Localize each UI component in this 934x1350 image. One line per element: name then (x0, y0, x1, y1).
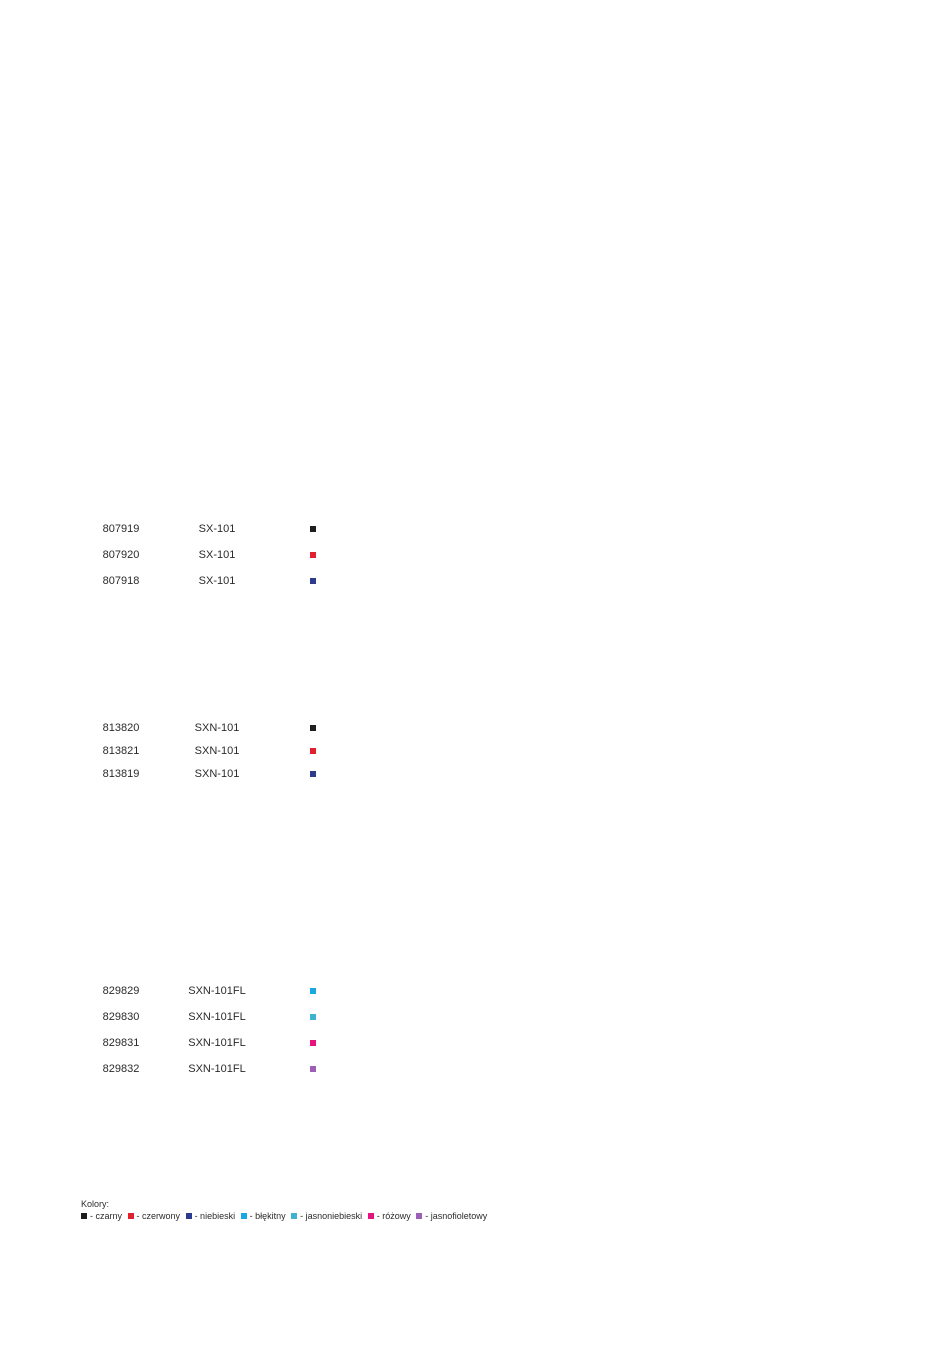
table-row: 829829 SXN-101FL (0, 983, 934, 999)
legend-swatch (240, 1213, 247, 1219)
product-model: SX-101 (198, 549, 236, 561)
legend-swatch (81, 1213, 87, 1219)
product-model: SXN-101 (194, 768, 240, 780)
product-code: 829829 (102, 985, 140, 997)
product-code: 829830 (102, 1011, 140, 1023)
product-model: SX-101 (198, 523, 236, 535)
color-swatch (310, 526, 316, 532)
legend-label: - jasnofioletowy (425, 1211, 488, 1221)
table-row: 807920 SX-101 (0, 547, 934, 563)
legend-item: - błękitny (240, 1211, 289, 1221)
product-model: SXN-101FL (188, 1037, 246, 1049)
table-row: 807919 SX-101 (0, 521, 934, 537)
table-row: 829830 SXN-101FL (0, 1009, 934, 1025)
legend-item: - czerwony (127, 1211, 184, 1221)
product-code: 813819 (102, 768, 140, 780)
legend-swatch (416, 1213, 423, 1219)
legend-label: - jasnoniebieski (300, 1211, 363, 1221)
legend-label: - niebieski (194, 1211, 236, 1221)
legend-label: - różowy (376, 1211, 411, 1221)
color-swatch (310, 988, 316, 994)
table-row: 813819 SXN-101 (0, 766, 934, 782)
color-swatch (310, 771, 316, 777)
product-code: 807920 (102, 549, 140, 561)
color-swatch (310, 748, 316, 754)
color-swatch (310, 1014, 316, 1020)
product-code: 829831 (102, 1037, 140, 1049)
legend-item: - jasnoniebieski (291, 1211, 365, 1221)
product-model: SXN-101 (194, 722, 240, 734)
table-row: 829831 SXN-101FL (0, 1035, 934, 1051)
product-code: 813821 (102, 745, 140, 757)
product-model: SXN-101 (194, 745, 240, 757)
legend-swatch (291, 1213, 298, 1219)
legend-label: - czerwony (136, 1211, 181, 1221)
legend-item: - niebieski (185, 1211, 239, 1221)
legend-item: - różowy (367, 1211, 414, 1221)
product-code: 807919 (102, 523, 140, 535)
legend-swatch (367, 1213, 374, 1219)
legend-title: Kolory: (81, 1199, 110, 1209)
product-code: 813820 (102, 722, 140, 734)
color-swatch (310, 578, 316, 584)
table-row: 807918 SX-101 (0, 573, 934, 589)
legend-label: - czarny (90, 1211, 123, 1221)
legend-swatch (185, 1213, 192, 1219)
color-swatch (310, 1040, 316, 1046)
color-swatch (310, 552, 316, 558)
product-code: 829832 (102, 1063, 140, 1075)
color-swatch (310, 725, 316, 731)
product-model: SXN-101FL (188, 1063, 246, 1075)
legend-items: - czarny - czerwony - niebieski - błękit… (81, 1210, 490, 1222)
legend-item: - jasnofioletowy (416, 1211, 490, 1221)
product-model: SX-101 (198, 575, 236, 587)
product-code: 807918 (102, 575, 140, 587)
legend-item: - czarny (81, 1211, 125, 1221)
legend-swatch (127, 1213, 134, 1219)
color-swatch (310, 1066, 316, 1072)
table-row: 829832 SXN-101FL (0, 1061, 934, 1077)
color-legend: Kolory: - czarny - czerwony - niebieski … (81, 1198, 490, 1222)
product-model: SXN-101FL (188, 985, 246, 997)
legend-label: - błękitny (249, 1211, 286, 1221)
table-row: 813820 SXN-101 (0, 720, 934, 736)
product-model: SXN-101FL (188, 1011, 246, 1023)
table-row: 813821 SXN-101 (0, 743, 934, 759)
